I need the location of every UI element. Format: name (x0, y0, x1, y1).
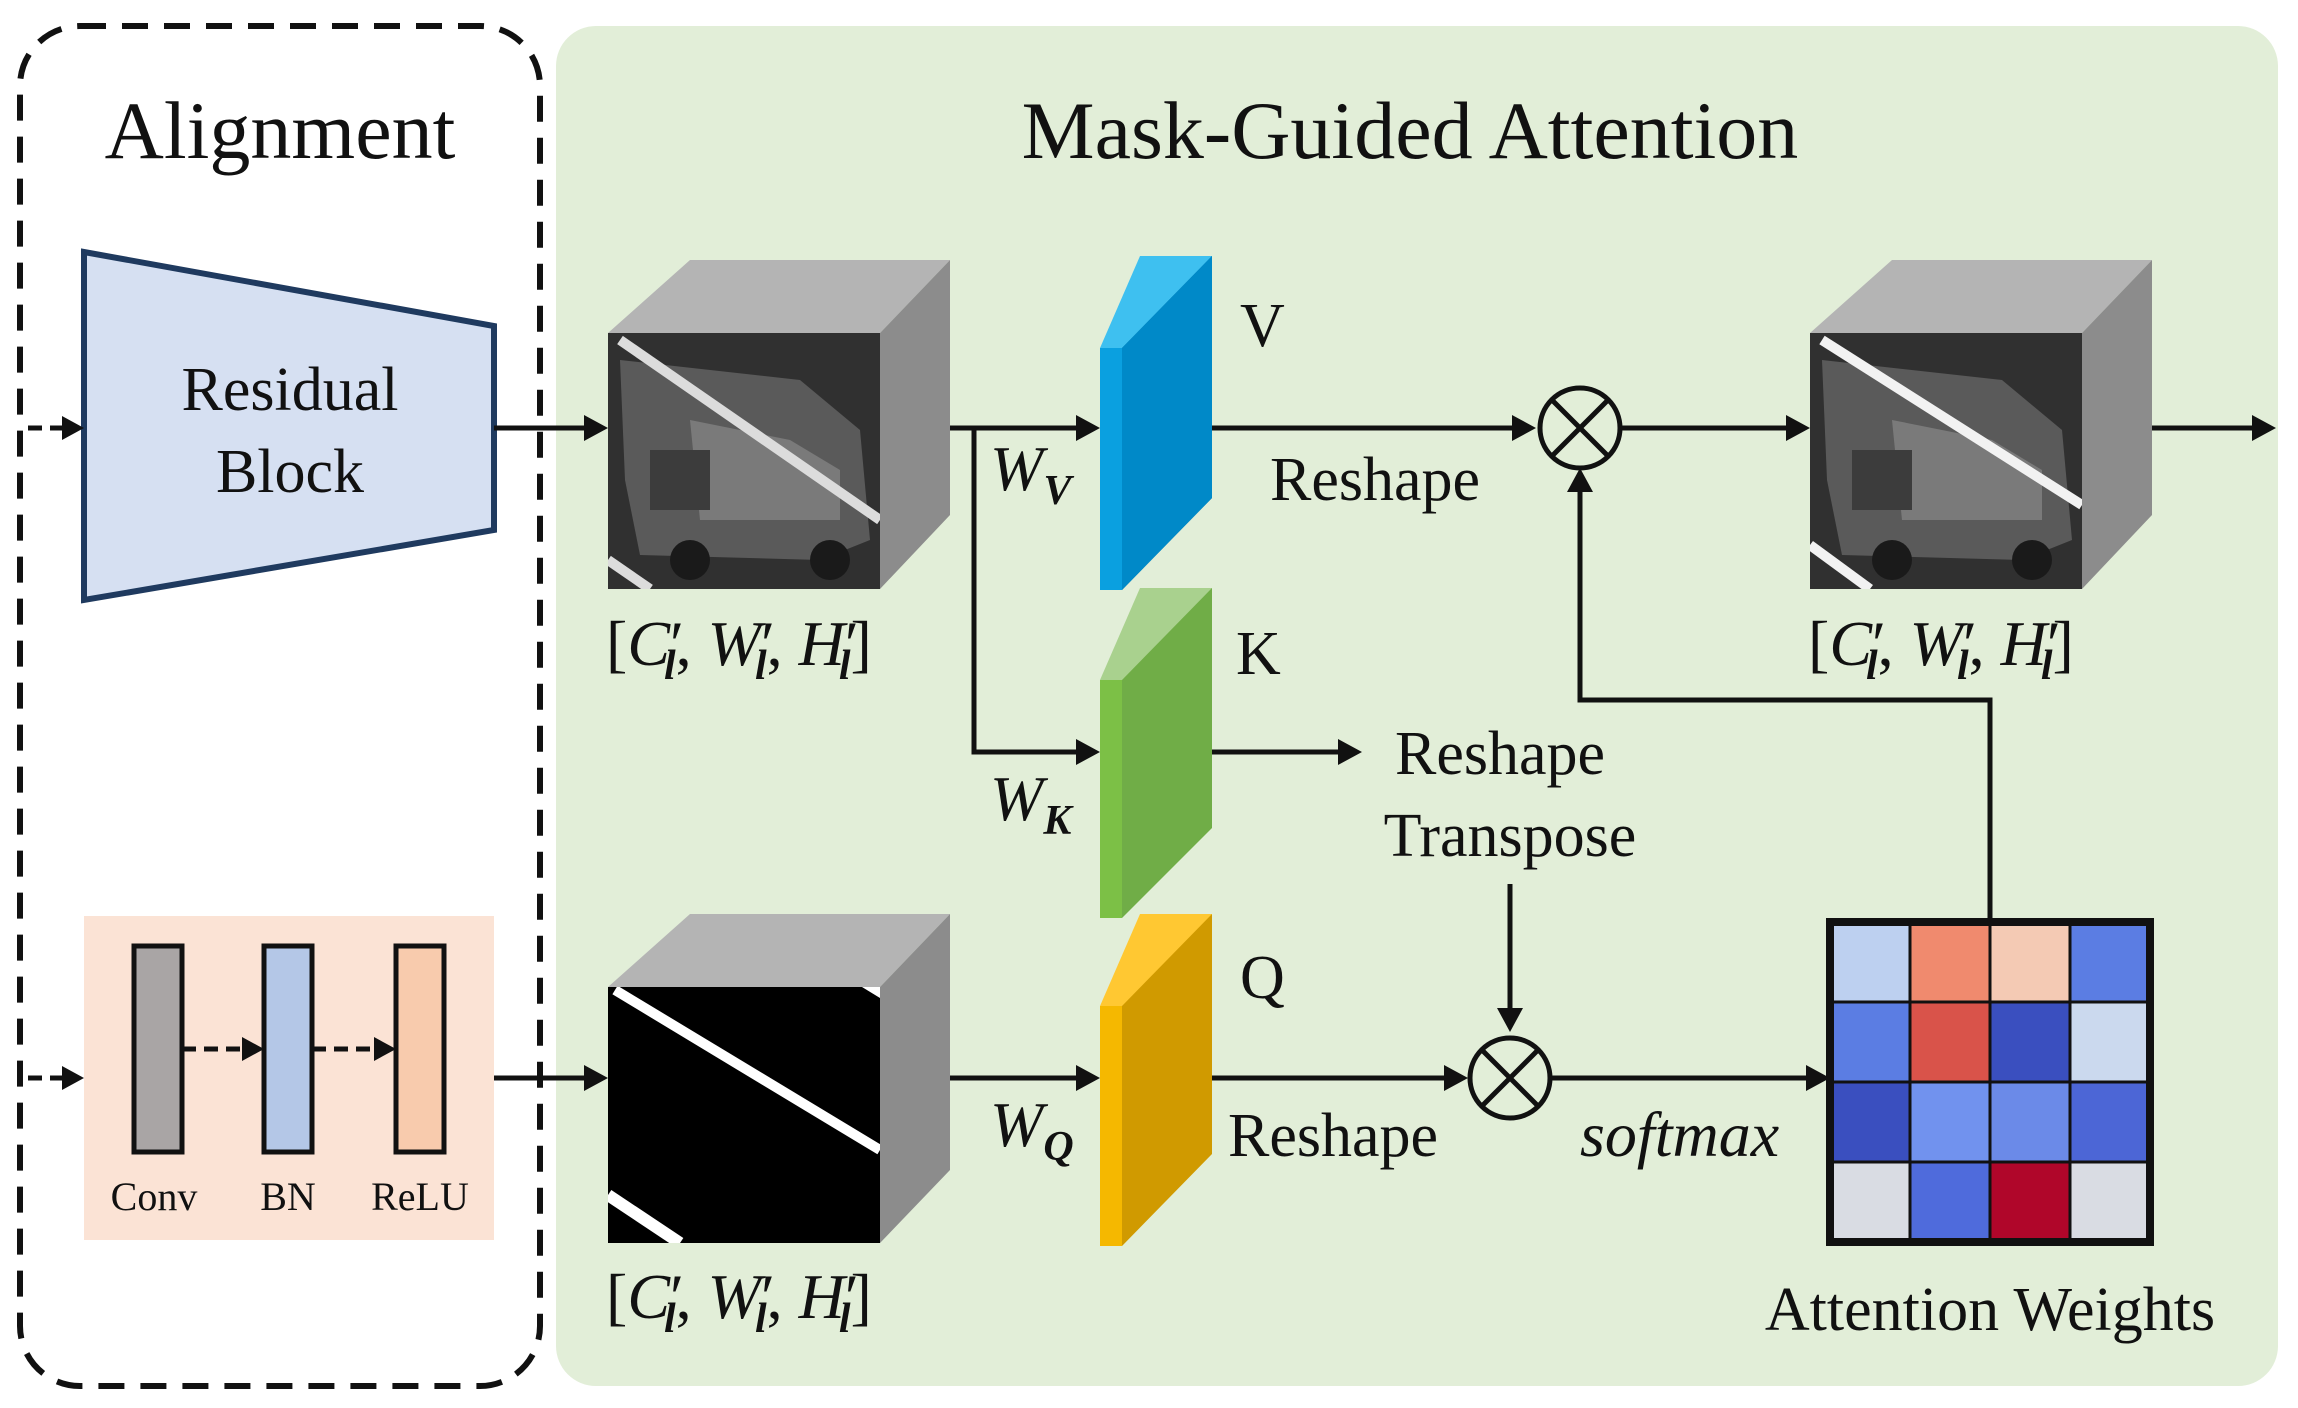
alignment-title: Alignment (105, 85, 456, 176)
softmax-label: softmax (1580, 1099, 1779, 1170)
cube-to-k-arrowhead (1076, 739, 1100, 765)
k-projection-block (1100, 588, 1212, 918)
v-projection-block (1100, 256, 1212, 590)
k-label: K (1236, 620, 1281, 688)
wq-label: WQ (990, 1089, 1074, 1170)
conv-label: Conv (111, 1174, 198, 1219)
v-to-multiply-arrowhead (1512, 415, 1536, 441)
vehicle-image-input (608, 333, 880, 589)
shape-label-output: [C′l, W′l, H′l] (1808, 608, 2074, 689)
relu-layer (393, 943, 447, 1155)
q-label: Q (1240, 944, 1285, 1012)
residual-block-label-line2: Block (216, 438, 364, 506)
relu-label: ReLU (371, 1174, 469, 1219)
q-to-multiply-arrowhead (1444, 1065, 1468, 1091)
conv-layer (131, 943, 185, 1155)
bn-layer (261, 943, 315, 1155)
vehicle-image-output (1810, 333, 2082, 589)
attention-title: Mask-Guided Attention (1022, 85, 1799, 176)
q-projection-block (1100, 914, 1212, 1246)
multiply-to-weights-arrowhead (1806, 1065, 1830, 1091)
attention-weight-cell (1908, 1000, 1992, 1084)
wv-label: WV (990, 433, 1074, 514)
bn-label: BN (260, 1174, 316, 1219)
weights-to-multiply-arrowhead (1567, 468, 1593, 492)
reshape-v-label: Reshape (1270, 446, 1480, 514)
k-to-reshape-arrowhead (1338, 739, 1362, 765)
cube-to-v-arrowhead (1076, 415, 1100, 441)
feature-cube-mask (608, 914, 950, 1243)
attention-weight-cell (2068, 920, 2152, 1004)
attention-weights-label: Attention Weights (1765, 1276, 2215, 1344)
input-arrowhead-top (62, 416, 84, 440)
attention-weight-cell (1988, 1000, 2072, 1084)
reshape-q-label: Reshape (1228, 1102, 1438, 1170)
cube-to-k-line (971, 428, 1080, 755)
residual-block (81, 248, 497, 604)
shape-label-input: [C′l, W′l, H′l] (606, 608, 872, 689)
feature-cube-output (1810, 260, 2152, 589)
attention-weight-cell (1988, 1160, 2072, 1244)
input-arrowhead-bottom (62, 1066, 84, 1090)
mask-to-q-arrowhead (1076, 1065, 1100, 1091)
attention-weight-cell (1908, 920, 1992, 1004)
shape-label-mask: [C′l, W′l, H′l] (606, 1261, 872, 1342)
attention-weight-cell (1828, 920, 1912, 1004)
attention-weight-cell (1828, 1160, 1912, 1244)
attention-weight-cell (1828, 1080, 1912, 1164)
reshape-transpose-label-2: Transpose (1384, 802, 1637, 870)
alignment-panel (17, 23, 543, 1389)
final-output-arrowhead (2252, 415, 2276, 441)
conv-to-mask-arrowhead (584, 1065, 608, 1091)
weights-to-multiply-line (1577, 490, 1993, 922)
attention-weight-cell (2068, 1000, 2152, 1084)
attention-weight-cell (1908, 1160, 1992, 1244)
residual-block-label-line1: Residual (182, 356, 399, 424)
bn-to-relu-arrowhead (374, 1037, 396, 1061)
reshape-transpose-label-1: Reshape (1395, 720, 1605, 788)
resblock-to-cube-arrowhead (584, 415, 608, 441)
attention-weight-cell (1988, 1080, 2072, 1164)
wk-label: WK (990, 763, 1074, 844)
attention-weight-cell (2068, 1080, 2152, 1164)
multiply-operator-bottom (1467, 1035, 1553, 1121)
attention-weight-cell (1908, 1080, 1992, 1164)
feature-cube-input (608, 260, 950, 589)
attention-weights-grid (1826, 918, 2154, 1246)
v-label: V (1240, 292, 1285, 360)
attention-weight-cell (2068, 1160, 2152, 1244)
attention-weight-cell (1988, 920, 2072, 1004)
mask-image (608, 987, 880, 1243)
multiply-to-output-arrowhead (1786, 415, 1810, 441)
attention-weight-cell (1828, 1000, 1912, 1084)
transpose-to-multiply-arrowhead (1497, 1008, 1523, 1032)
conv-to-bn-arrowhead (242, 1037, 264, 1061)
